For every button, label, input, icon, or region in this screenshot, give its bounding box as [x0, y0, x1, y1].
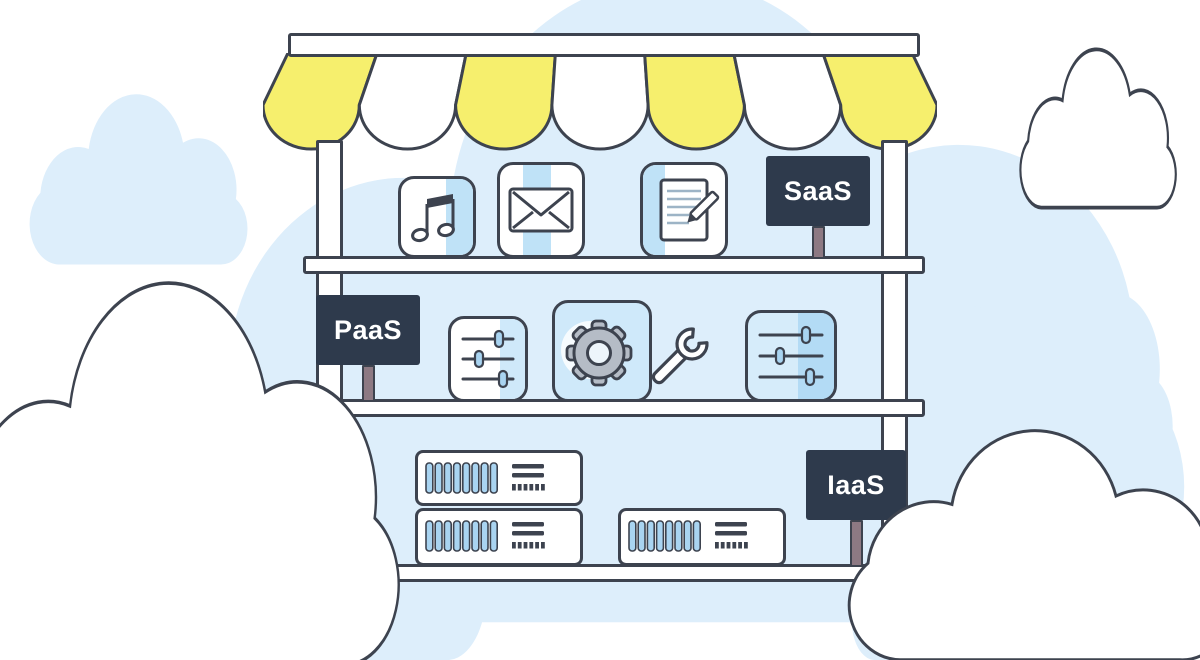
- server-unit: [415, 508, 583, 566]
- cloud-icon: [1018, 47, 1178, 210]
- sliders-icon: [461, 329, 515, 389]
- app-tile-music: [398, 176, 476, 258]
- paas-sign-post: [362, 365, 375, 402]
- settings-tile-sliders-b: [745, 310, 837, 402]
- paas-sign: PaaS: [316, 295, 420, 365]
- document-pencil-icon: [659, 178, 720, 242]
- saas-sign: SaaS: [766, 156, 870, 226]
- app-tile-mail: [497, 162, 585, 258]
- sliders-icon: [758, 325, 824, 387]
- settings-tile-gear: [552, 300, 652, 402]
- stall-top-board: [288, 33, 920, 57]
- tile-highlight: [643, 165, 665, 255]
- iaas-sign: IaaS: [806, 450, 906, 520]
- shelf-top: [303, 256, 925, 274]
- wrench-icon: [651, 327, 709, 385]
- gear-icon: [565, 319, 633, 387]
- server-unit: [618, 508, 786, 566]
- app-tile-notes: [640, 162, 728, 258]
- tile-highlight: [445, 179, 473, 255]
- music-icon: [411, 194, 455, 243]
- awning-icon: [263, 53, 937, 151]
- cloud-icon: [0, 281, 401, 660]
- pencil-icon: [687, 190, 720, 223]
- cloud-icon: [847, 429, 1200, 660]
- server-unit: [415, 450, 583, 506]
- iaas-sign-post: [850, 520, 863, 567]
- saas-sign-post: [812, 226, 825, 259]
- mail-icon: [508, 187, 574, 233]
- settings-tile-sliders-a: [448, 316, 528, 402]
